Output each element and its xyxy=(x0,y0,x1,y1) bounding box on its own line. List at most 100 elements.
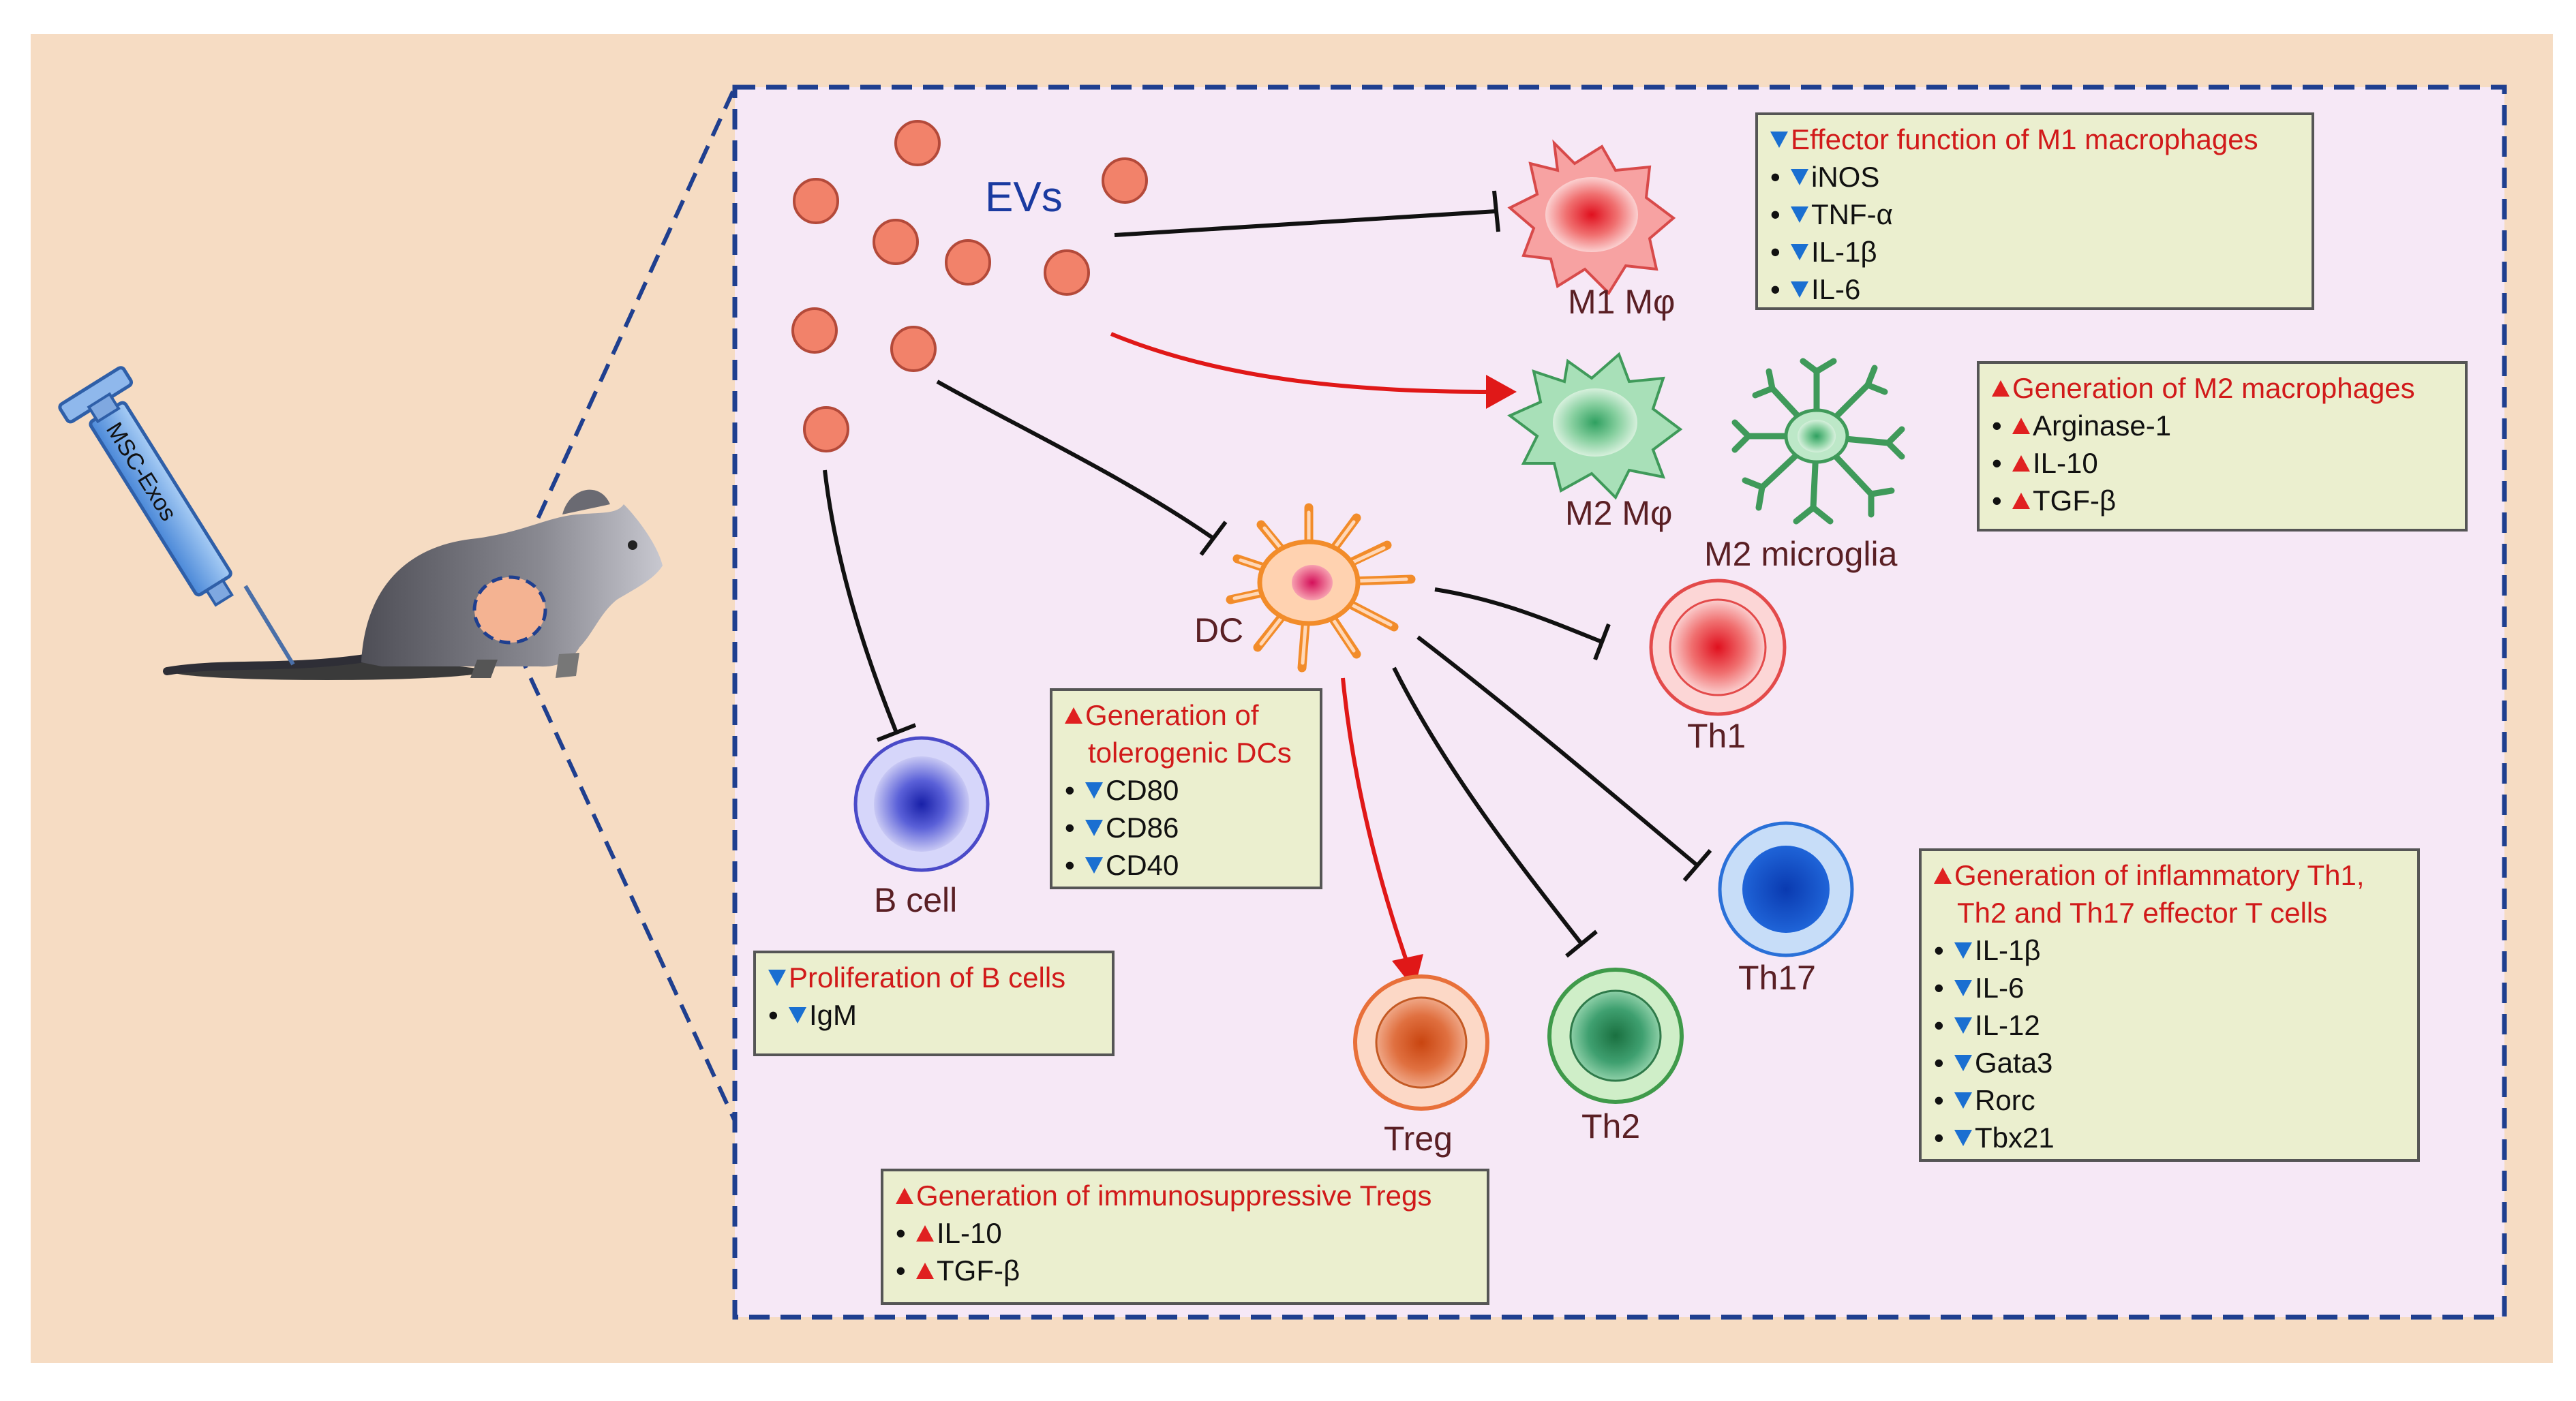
th-box-title: Generation of inflammatory Th1,Th2 and T… xyxy=(1934,857,2408,932)
up-arrow-icon xyxy=(916,1262,934,1279)
m2-box-item: •Arginase-1 xyxy=(1992,410,2172,442)
m1-box-item: •IL-1β xyxy=(1770,236,1877,268)
m1-box-item: •IL-6 xyxy=(1770,273,1861,305)
dc-box-item: •CD86 xyxy=(1065,812,1179,844)
m2-box-item: •TGF-β xyxy=(1992,484,2117,517)
inhibit-dc-bar xyxy=(1199,521,1228,556)
up-arrow-icon xyxy=(916,1225,934,1242)
treg-box-title: Generation of immunosuppressive Tregs xyxy=(896,1177,1477,1214)
down-arrow-icon xyxy=(1954,1017,1972,1034)
inhibition-lines xyxy=(823,190,1712,958)
treg-cell xyxy=(1353,974,1489,1111)
down-arrow-icon xyxy=(1954,1054,1972,1071)
down-arrow-icon xyxy=(789,1006,806,1023)
th-box-item: •IL-1β xyxy=(1934,934,2041,966)
up-arrow-icon xyxy=(896,1187,913,1204)
m1-effector-box: Effector function of M1 macrophages •iNO… xyxy=(1755,112,2314,310)
promote-m2-arrowhead xyxy=(1486,375,1517,409)
m1-box-title: Effector function of M1 macrophages xyxy=(1770,121,2302,158)
th1-label: Th1 xyxy=(1687,717,1746,755)
down-arrow-icon xyxy=(1791,243,1808,260)
m1-box-item: •TNF-α xyxy=(1770,198,1893,230)
ev-vesicle xyxy=(791,307,838,354)
inhibit-th1-line xyxy=(1434,587,1603,644)
m1-box-item: •iNOS xyxy=(1770,161,1880,193)
up-arrow-icon xyxy=(1065,707,1082,724)
th17-cell xyxy=(1718,821,1854,957)
th-box-item: •Rorc xyxy=(1934,1084,2035,1116)
up-arrow-icon xyxy=(1934,867,1952,884)
b-cell xyxy=(853,736,990,872)
down-arrow-icon xyxy=(1085,819,1103,836)
down-arrow-icon xyxy=(1770,131,1788,148)
syringe-illustration: MSC-Exos xyxy=(58,366,295,666)
ev-vesicle xyxy=(873,219,919,265)
up-arrow-icon xyxy=(2012,455,2030,472)
m1-label: M1 Mφ xyxy=(1568,283,1675,321)
down-arrow-icon xyxy=(1954,942,1972,959)
treg-box-item: •IL-10 xyxy=(896,1217,1002,1249)
dendritic-cell xyxy=(1226,503,1416,673)
th-box-item: •IL-12 xyxy=(1934,1009,2040,1041)
dc-box-item: •CD40 xyxy=(1065,849,1179,881)
ev-vesicle xyxy=(945,239,991,286)
m2-macrophage xyxy=(1507,352,1683,500)
th-box-item: •IL-6 xyxy=(1934,972,2025,1004)
down-arrow-icon xyxy=(1085,857,1103,874)
down-arrow-icon xyxy=(1954,1092,1972,1109)
th2-label: Th2 xyxy=(1581,1107,1640,1145)
bcell-label: B cell xyxy=(874,881,957,919)
up-arrow-icon xyxy=(2012,417,2030,434)
dc-label: DC xyxy=(1194,611,1243,649)
ev-vesicle xyxy=(894,120,941,166)
treg-label: Treg xyxy=(1384,1120,1453,1158)
zoom-line-bottom xyxy=(516,649,737,1122)
m2-generation-box: Generation of M2 macrophages •Arginase-1… xyxy=(1977,361,2468,532)
injection-site-circle xyxy=(472,575,547,645)
th2-cell xyxy=(1547,968,1684,1104)
evs-label: EVs xyxy=(985,174,1063,221)
inhibit-m1-bar xyxy=(1492,190,1500,232)
ev-vesicle xyxy=(1102,157,1148,204)
ev-vesicles xyxy=(791,120,1148,452)
inhibit-th17-bar xyxy=(1682,849,1712,882)
m2-label: M2 Mφ xyxy=(1565,494,1672,532)
bcell-proliferation-box: Proliferation of B cells •IgM xyxy=(753,951,1115,1056)
th17-label: Th17 xyxy=(1738,959,1816,997)
bcell-box-title: Proliferation of B cells xyxy=(768,959,1102,996)
bcell-box-item: •IgM xyxy=(768,999,858,1031)
treg-box-item: •TGF-β xyxy=(896,1254,1020,1287)
inhibit-th2-bar xyxy=(1565,929,1598,958)
down-arrow-icon xyxy=(1791,168,1808,185)
down-arrow-icon xyxy=(1954,979,1972,996)
ev-vesicle xyxy=(890,326,937,372)
dc-box-item: •CD80 xyxy=(1065,774,1179,806)
th-inflammatory-box: Generation of inflammatory Th1,Th2 and T… xyxy=(1919,848,2420,1162)
th-box-item: •Tbx21 xyxy=(1934,1122,2055,1154)
inhibit-th1-bar xyxy=(1593,623,1611,661)
inhibit-bcell-bar xyxy=(876,723,917,742)
down-arrow-icon xyxy=(1954,1129,1972,1146)
down-arrow-icon xyxy=(1791,206,1808,223)
th-box-item: •Gata3 xyxy=(1934,1047,2053,1079)
ev-vesicle xyxy=(803,406,849,452)
m2-box-item: •IL-10 xyxy=(1992,447,2098,479)
promote-treg-line xyxy=(1341,677,1410,965)
up-arrow-icon xyxy=(2012,492,2030,509)
inhibit-dc-line xyxy=(936,380,1215,540)
down-arrow-icon xyxy=(1085,782,1103,799)
treg-generation-box: Generation of immunosuppressive Tregs •I… xyxy=(881,1169,1489,1305)
microglia-label: M2 microglia xyxy=(1704,535,1898,573)
inhibit-bcell-line xyxy=(823,469,898,734)
promote-m2-line xyxy=(1110,332,1490,394)
inhibit-th17-line xyxy=(1416,635,1699,867)
th1-cell xyxy=(1649,579,1787,716)
inhibit-m1-line xyxy=(1114,209,1497,237)
ev-vesicle xyxy=(1044,249,1090,296)
up-arrow-icon xyxy=(1992,380,2010,397)
microglia-nucleus xyxy=(1798,420,1836,452)
down-arrow-icon xyxy=(1791,281,1808,298)
